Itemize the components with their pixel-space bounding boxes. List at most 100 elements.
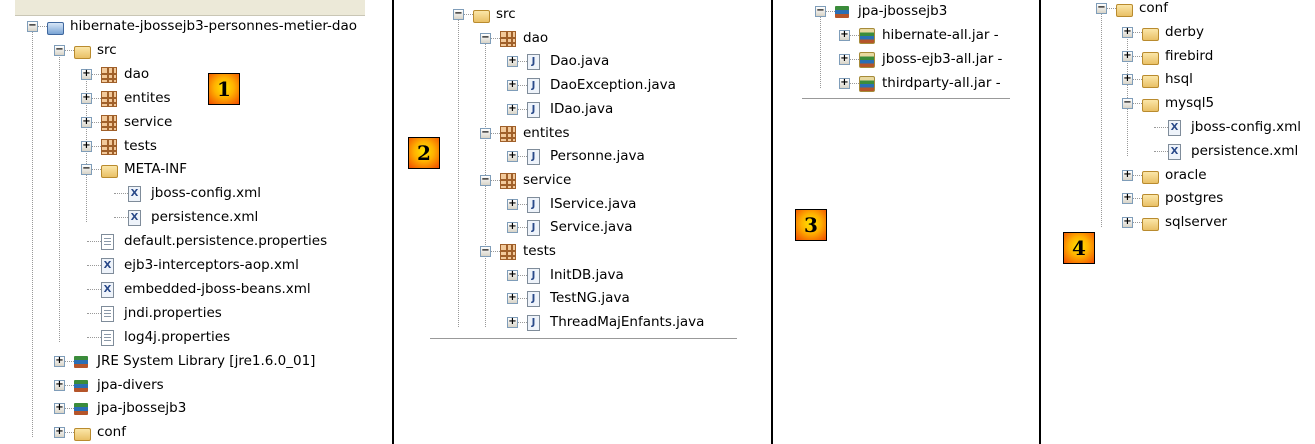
- collapse-toggle-icon[interactable]: −: [54, 43, 65, 56]
- tree-item-label: hibernate-all.jar -: [882, 26, 999, 43]
- callout-badge-2: 2: [408, 137, 440, 169]
- collapse-toggle-icon[interactable]: −: [1122, 97, 1133, 110]
- xml-file-icon: X: [1168, 143, 1181, 160]
- collapse-toggle-icon[interactable]: −: [453, 8, 464, 20]
- expand-toggle-icon[interactable]: +: [507, 55, 518, 68]
- library-icon: [835, 6, 849, 18]
- tree-item-label: TestNG.java: [550, 290, 630, 307]
- folder-icon: [1142, 218, 1159, 232]
- collapse-toggle-icon[interactable]: −: [480, 31, 491, 44]
- xml-file-icon: X: [128, 186, 141, 203]
- tree-connector: [114, 217, 128, 219]
- package-icon: [101, 66, 117, 83]
- collapse-toggle-icon[interactable]: −: [480, 173, 491, 186]
- tree-connector: [1154, 127, 1168, 128]
- tree-item-label: src: [496, 6, 516, 22]
- tree-item-label: thirdparty-all.jar -: [882, 74, 1001, 91]
- file-icon: [101, 234, 114, 251]
- expand-toggle-icon[interactable]: +: [1122, 216, 1133, 229]
- tree-item-label: IDao.java: [550, 100, 614, 117]
- expand-toggle-icon[interactable]: +: [507, 197, 518, 210]
- expand-toggle-icon[interactable]: +: [507, 221, 518, 234]
- library-icon: [74, 403, 88, 416]
- tree-guide-line: [59, 54, 60, 342]
- callout-badge-3: 3: [795, 209, 827, 241]
- tree-item-label: default.persistence.properties: [124, 233, 328, 250]
- expand-toggle-icon[interactable]: +: [1122, 168, 1133, 181]
- tree-connector: [486, 37, 500, 39]
- tree-connector: [1128, 222, 1142, 224]
- tree-connector: [513, 203, 527, 205]
- tree-item-label: META-INF: [124, 161, 188, 178]
- expand-toggle-icon[interactable]: +: [81, 115, 92, 128]
- tree-connector: [87, 336, 101, 338]
- tree-item-label: Personne.java: [550, 148, 645, 165]
- library-icon: [74, 355, 88, 368]
- expand-toggle-icon[interactable]: +: [1122, 49, 1133, 62]
- panel-divider: [1039, 0, 1041, 444]
- tree-item-label: hsql: [1165, 71, 1193, 88]
- collapse-toggle-icon[interactable]: −: [480, 245, 491, 257]
- source-folder-icon: [74, 45, 91, 59]
- tree-connector: [87, 288, 101, 290]
- tree-connector: [60, 384, 74, 386]
- expand-toggle-icon[interactable]: +: [54, 426, 65, 439]
- xml-file-icon: X: [128, 210, 141, 227]
- folder-icon: [1116, 4, 1133, 17]
- expand-toggle-icon[interactable]: +: [507, 102, 518, 115]
- expand-toggle-icon[interactable]: +: [507, 316, 518, 329]
- tree-connector: [60, 408, 74, 410]
- package-icon: [500, 125, 516, 142]
- tree-guide-line: [1101, 13, 1102, 228]
- expand-toggle-icon[interactable]: +: [507, 268, 518, 281]
- tree-connector: [1128, 174, 1142, 176]
- file-icon: [101, 305, 114, 322]
- callout-badge-1: 1: [208, 73, 240, 105]
- expand-toggle-icon[interactable]: +: [507, 150, 518, 163]
- expand-toggle-icon[interactable]: +: [54, 402, 65, 415]
- tree-item-label: Service.java: [550, 219, 633, 236]
- tree-connector: [60, 432, 74, 434]
- expand-toggle-icon[interactable]: +: [507, 292, 518, 305]
- tree-connector: [1154, 150, 1168, 152]
- java-file-icon: J: [527, 149, 540, 166]
- folder-icon: [1142, 75, 1159, 89]
- package-icon: [500, 244, 516, 260]
- java-file-icon: J: [527, 220, 540, 237]
- expand-toggle-icon[interactable]: +: [54, 354, 65, 367]
- expand-toggle-icon[interactable]: +: [54, 378, 65, 391]
- tree-connector: [87, 121, 101, 123]
- collapse-toggle-icon[interactable]: −: [1096, 2, 1107, 14]
- package-icon: [500, 172, 516, 189]
- tree-connector: [1128, 103, 1142, 105]
- collapse-toggle-icon[interactable]: −: [27, 20, 38, 32]
- tree-item-label: sqlserver: [1165, 214, 1228, 231]
- collapse-toggle-icon[interactable]: −: [815, 5, 826, 17]
- expand-toggle-icon[interactable]: +: [1122, 25, 1133, 38]
- tree-item-label: service: [523, 171, 572, 188]
- expand-toggle-icon[interactable]: +: [1122, 192, 1133, 205]
- expand-toggle-icon[interactable]: +: [839, 52, 850, 65]
- expand-toggle-icon[interactable]: +: [1122, 73, 1133, 86]
- tree-item-label: entites: [523, 124, 570, 141]
- expand-toggle-icon[interactable]: +: [81, 91, 92, 104]
- tree-bottom-border: [802, 98, 1010, 99]
- collapse-toggle-icon[interactable]: −: [81, 163, 92, 176]
- package-icon: [101, 114, 117, 131]
- tree-item-label: ejb3-interceptors-aop.xml: [124, 257, 299, 273]
- expand-toggle-icon[interactable]: +: [81, 67, 92, 80]
- expand-toggle-icon[interactable]: +: [507, 79, 518, 92]
- expand-toggle-icon[interactable]: +: [839, 28, 850, 41]
- tree-connector: [513, 61, 527, 63]
- tree-item-label: DaoException.java: [550, 77, 676, 94]
- tree-item-label: dao: [523, 29, 549, 46]
- expand-toggle-icon[interactable]: +: [839, 76, 850, 89]
- expand-toggle-icon[interactable]: +: [81, 139, 92, 152]
- tree-item-label: IService.java: [550, 195, 637, 212]
- tree-item-label: persistence.xml: [151, 209, 259, 226]
- collapse-toggle-icon[interactable]: −: [480, 126, 491, 139]
- java-file-icon: J: [527, 196, 540, 213]
- tree-connector: [60, 49, 74, 51]
- tree-item-label: tests: [523, 243, 556, 259]
- folder-icon: [1142, 27, 1159, 41]
